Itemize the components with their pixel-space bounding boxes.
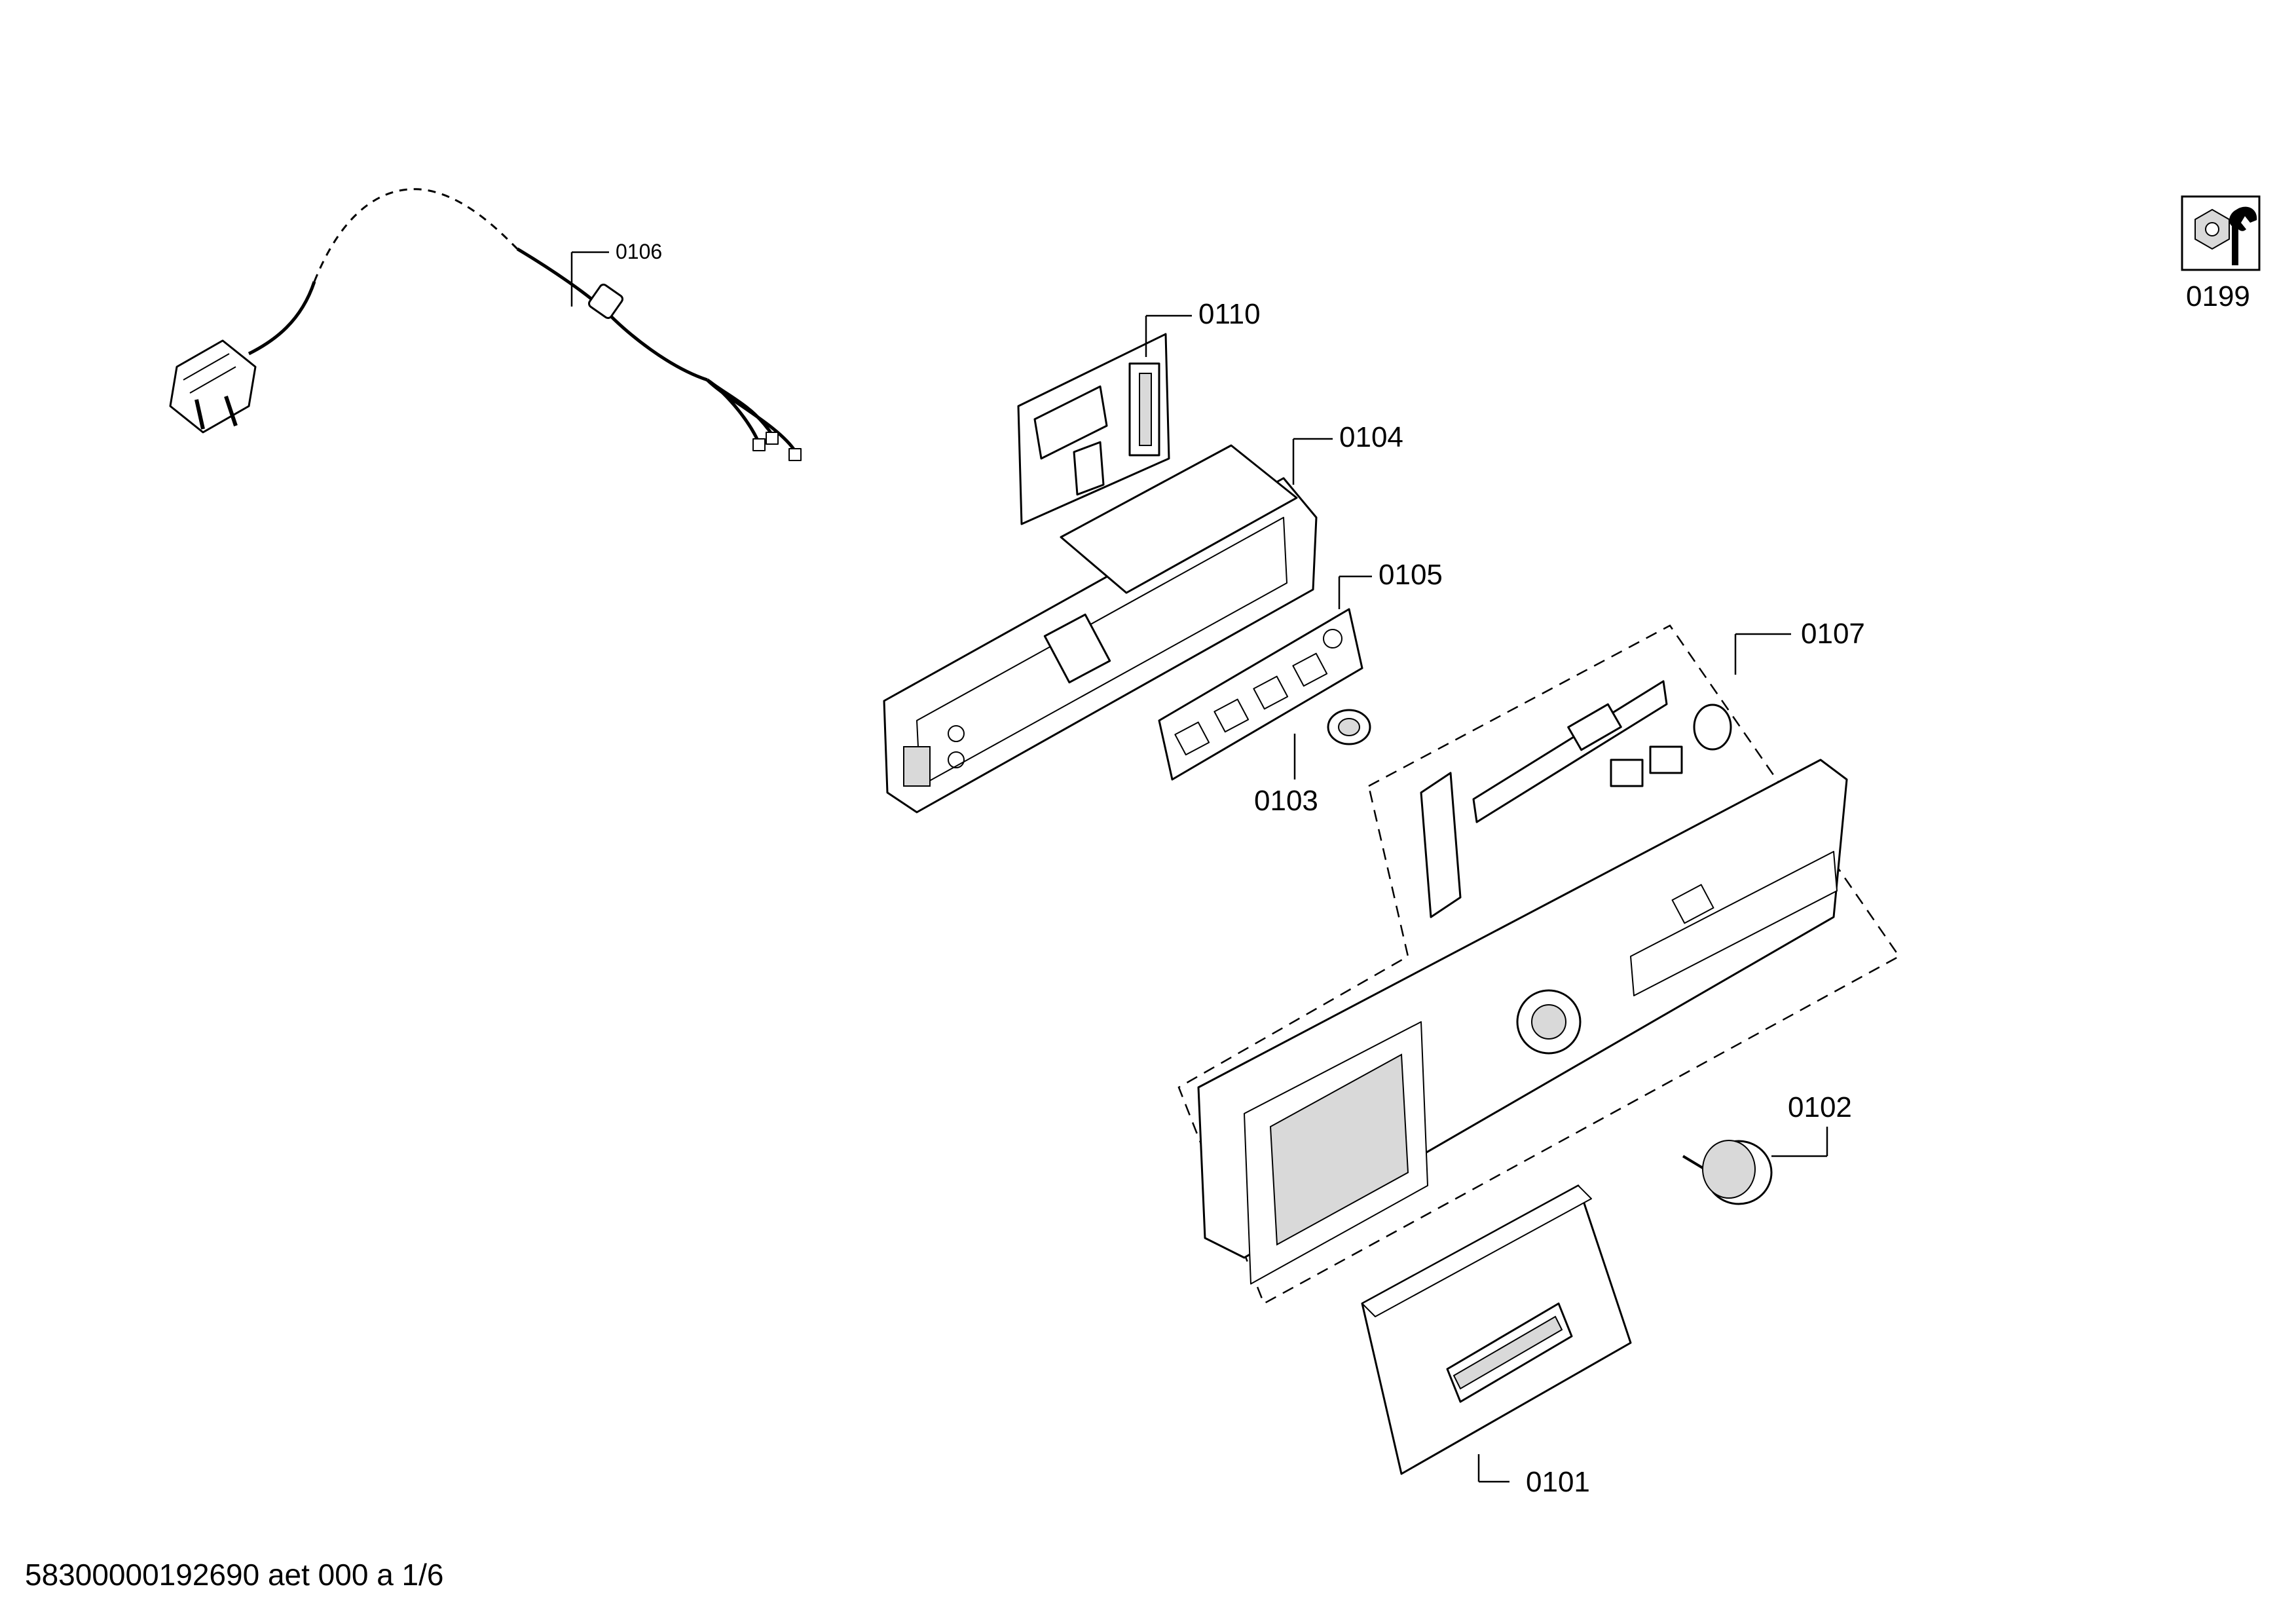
label-0199: 0199 [2186,280,2250,312]
document-id: 58300000192690 aet 000 a 1/6 [25,1558,444,1592]
switch-block-0105 [1158,608,1363,781]
nut-and-wrench-icon [2181,195,2261,271]
label-0106: 0106 [616,240,662,263]
control-panel-assembly-0107 [1177,624,1900,1305]
label-0101: 0101 [1526,1466,1590,1498]
label-0107: 0107 [1801,618,1865,650]
program-knob-0102 [1682,1140,1773,1205]
drawer-handle-0101 [1361,1184,1632,1475]
label-0102: 0102 [1788,1091,1852,1123]
label-0105: 0105 [1379,559,1443,591]
label-0104: 0104 [1339,421,1403,453]
power-cable-0106 [169,188,802,461]
pcb-0110 [1017,333,1170,525]
leader-lines [570,251,1828,1483]
electronics-housing-0104 [883,444,1318,814]
label-0103: 0103 [1254,785,1318,817]
small-knob-0103 [1327,709,1371,745]
label-0110: 0110 [1198,298,1261,330]
